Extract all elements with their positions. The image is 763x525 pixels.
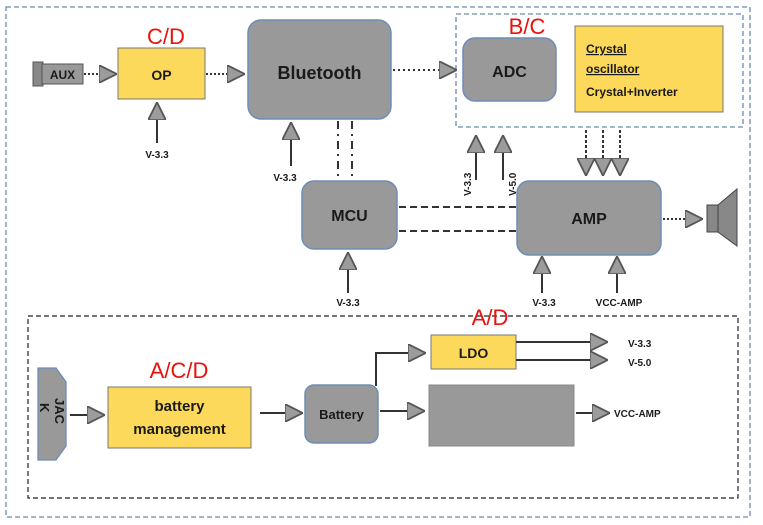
- bt-v33-label: V-3.3: [273, 173, 297, 184]
- vcc-amp-block: [428, 384, 575, 447]
- mcu-block: [301, 180, 398, 250]
- adc-label: ADC: [492, 64, 527, 81]
- vcc-amp-out-label: VCC-AMP: [614, 409, 661, 420]
- op-label: OP: [151, 67, 171, 83]
- jack-connector: [37, 367, 67, 461]
- battery-mgmt-label-line1: battery: [154, 398, 205, 415]
- speaker-icon-cone: [717, 187, 738, 247]
- ldo-out-v33-label: V-3.3: [628, 339, 652, 350]
- aux-block: [41, 63, 84, 85]
- crystal-label-line1: Crystal: [586, 42, 627, 56]
- outer-boundary: [5, 6, 751, 518]
- crystal-oscillator-block: [574, 25, 724, 113]
- group-label-cd: C/D: [147, 24, 185, 49]
- bluetooth-label: Bluetooth: [278, 63, 362, 83]
- mcu-v33-label: V-3.3: [336, 298, 360, 309]
- adc-v50-label: V-5.0: [508, 172, 519, 196]
- amp-v33-label: V-3.3: [532, 298, 556, 309]
- group-label-ad: A/D: [472, 305, 509, 330]
- crystal-label-line2: oscillator: [586, 62, 640, 76]
- amp-label: AMP: [571, 211, 607, 228]
- power-region: [27, 315, 739, 499]
- ldo-block: [430, 334, 517, 370]
- adc-block: [462, 37, 557, 102]
- amp-block: [516, 180, 662, 256]
- battery-block: [304, 384, 379, 444]
- speaker-icon-body: [706, 204, 719, 233]
- bluetooth-block: [247, 19, 392, 120]
- jack-label-line1: JAC: [52, 398, 67, 425]
- battery-management-block: [107, 386, 252, 449]
- battery-to-ldo-arrow: [375, 353, 424, 386]
- amp-vcc-label: VCC-AMP: [596, 298, 643, 309]
- crystal-label-line3: Crystal+Inverter: [586, 85, 678, 99]
- battery-label: Battery: [319, 407, 365, 422]
- aux-label: AUX: [50, 68, 75, 82]
- mcu-label: MCU: [331, 208, 367, 225]
- adc-v33-label: V-3.3: [463, 172, 474, 196]
- battery-mgmt-label-line2: management: [133, 421, 226, 438]
- jack-label-line2: K: [37, 403, 52, 413]
- ldo-out-v50-label: V-5.0: [628, 358, 652, 369]
- group-label-bc: B/C: [509, 14, 546, 39]
- op-v33-label: V-3.3: [145, 150, 169, 161]
- op-block: [117, 47, 206, 100]
- ldo-label: LDO: [459, 345, 489, 361]
- group-label-acd: A/C/D: [150, 358, 209, 383]
